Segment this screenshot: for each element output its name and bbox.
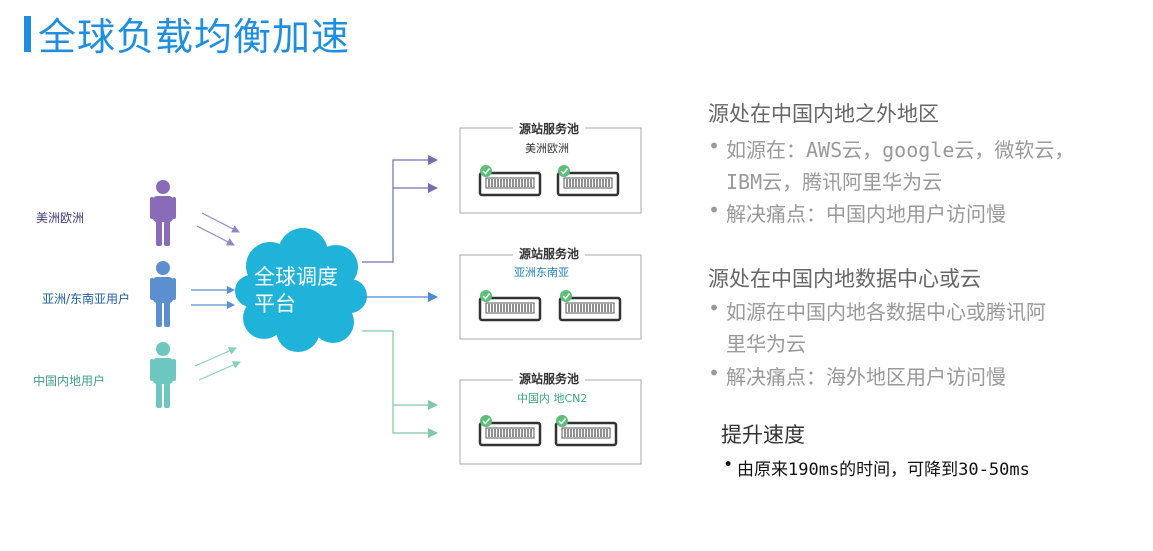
- connector-china: [362, 330, 438, 438]
- user-label-asia: 亚洲/东南亚用户: [42, 292, 131, 306]
- section-heading: 源处在中国内地数据中心或云: [708, 267, 981, 291]
- cloud-label-line1: 全球调度: [254, 265, 338, 289]
- person-icon-asia: [150, 261, 176, 327]
- user-arrow: [194, 347, 237, 367]
- pool-region: 中国内 地CN2: [517, 392, 588, 405]
- bullet-text: 里华为云: [726, 332, 806, 356]
- pool-region: 亚洲东南亚: [514, 266, 569, 279]
- cloud-label-line2: 平台: [254, 292, 296, 316]
- bullet-marker: •: [708, 198, 721, 222]
- cloud-label: 全球调度 平台: [254, 264, 364, 318]
- pool-title: 源站服务池: [513, 245, 586, 262]
- server-icon: [478, 413, 542, 447]
- bullet-marker: •: [723, 455, 734, 475]
- bullet-marker: •: [708, 296, 721, 320]
- page-title: 全球负载均衡加速: [38, 15, 351, 59]
- server-icon: [478, 288, 542, 322]
- user-arrow: [196, 225, 235, 246]
- pool-region: 美洲欧洲: [525, 142, 569, 155]
- bullet-marker: •: [708, 134, 721, 158]
- bullet-text: 如源在中国内地各数据中心或腾讯阿: [726, 300, 1046, 324]
- server-icon: [558, 288, 622, 322]
- bullet-text: 如源在：AWS云，google云，微软云，: [726, 138, 1075, 162]
- server-icon: [554, 413, 618, 447]
- bullet-text: IBM云，腾讯阿里华为云: [726, 170, 943, 194]
- user-label-china: 中国内地用户: [33, 374, 106, 388]
- person-icon-americas: [150, 180, 176, 246]
- title-accent-bar: [24, 16, 31, 52]
- pool-title: 源站服务池: [513, 120, 586, 137]
- section-heading: 提升速度: [721, 423, 805, 447]
- person-icon-china: [150, 342, 176, 408]
- server-icon: [478, 163, 542, 197]
- user-label-americas: 美洲欧洲: [36, 211, 85, 225]
- section-heading: 源处在中国内地之外地区: [708, 102, 939, 126]
- bullet-text: 由原来190ms的时间，可降到30-50ms: [737, 460, 1030, 480]
- bullet-text: 解决痛点：海外地区用户访问慢: [726, 365, 1006, 389]
- cloud-icon: [235, 228, 367, 352]
- user-arrow: [201, 212, 240, 233]
- topology-diagram: [150, 127, 642, 465]
- server-icon: [556, 163, 620, 197]
- bullet-marker: •: [708, 361, 721, 385]
- user-arrow: [198, 361, 241, 381]
- connector-americas: [362, 155, 438, 263]
- pool-title: 源站服务池: [513, 370, 586, 387]
- bullet-text: 解决痛点：中国内地用户访问慢: [726, 202, 1006, 226]
